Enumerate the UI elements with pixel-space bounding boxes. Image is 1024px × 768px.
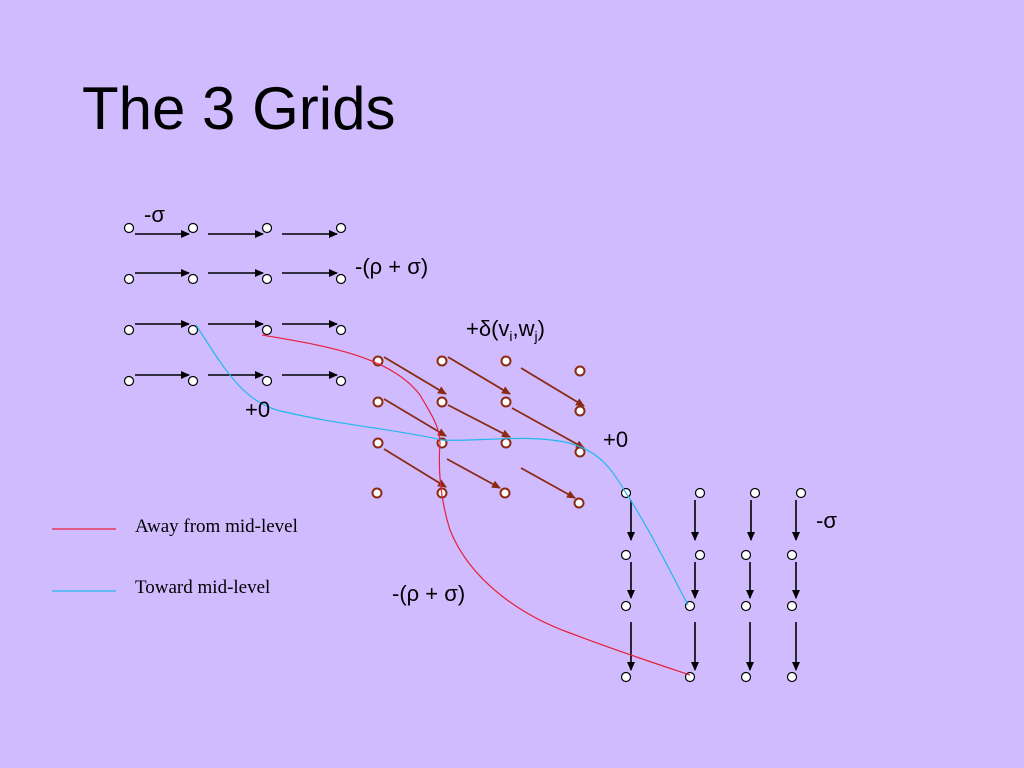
legend-label-away: Away from mid-level: [135, 516, 298, 537]
top-grid-first-row-label: -σ: [144, 202, 165, 227]
grid-node: [574, 446, 586, 458]
middle-grid-label: +δ(vi,wj): [466, 316, 545, 344]
bottom-grid: [620, 487, 807, 683]
grid-node: [436, 396, 448, 408]
bottom-grid-cols-label: -(ρ + σ): [392, 581, 465, 606]
grid-node: [694, 549, 706, 561]
grid-node: [123, 273, 135, 285]
grid-node: [500, 437, 512, 449]
diagonal-arrow: [511, 407, 585, 449]
middle-grid-label-sub-j: j: [534, 328, 538, 344]
toward-mid-level-path: [195, 324, 689, 606]
bottom-grid-arrows: [627, 500, 800, 671]
grid-node: [261, 273, 273, 285]
grid-node: [786, 671, 798, 683]
grid-node: [740, 600, 752, 612]
grid-node: [500, 396, 512, 408]
grid-node: [786, 600, 798, 612]
away-from-mid-level-path: [261, 334, 691, 676]
grid-node: [372, 437, 384, 449]
grid-node: [499, 487, 511, 499]
diagonal-arrow: [383, 398, 447, 437]
grid-node: [740, 671, 752, 683]
grid-node: [795, 487, 807, 499]
grid-node: [574, 405, 586, 417]
middle-grid-arrows: [383, 356, 585, 499]
middle-grid: [371, 355, 586, 509]
top-grid-row-4: [123, 371, 347, 387]
bottom-grid-nodes: [620, 487, 807, 683]
diagonal-arrow: [520, 367, 585, 407]
grid-node: [371, 487, 383, 499]
legend-label-toward: Toward mid-level: [135, 577, 270, 598]
diagonal-arrow: [383, 448, 447, 488]
grid-node: [500, 355, 512, 367]
grid-node: [335, 222, 347, 234]
diagonal-arrow: [447, 356, 511, 395]
grid-node: [261, 222, 273, 234]
grid-node: [123, 324, 135, 336]
grid-node: [436, 355, 448, 367]
top-grid: [123, 222, 347, 387]
diagonal-arrow: [447, 404, 511, 438]
grid-node: [573, 497, 585, 509]
grid-node: [620, 671, 632, 683]
middle-grid-label-main: +δ(v: [466, 316, 509, 341]
legend: Away from mid-level Toward mid-level: [52, 516, 298, 598]
diagonal-arrow: [446, 458, 501, 489]
grid-node: [187, 273, 199, 285]
top-to-middle-label: +0: [245, 397, 270, 422]
middle-grid-label-comma: ,w: [513, 316, 535, 341]
grid-node: [123, 222, 135, 234]
middle-to-bottom-label: +0: [603, 427, 628, 452]
grid-node: [620, 600, 632, 612]
grid-node: [187, 324, 199, 336]
grid-node: [749, 487, 761, 499]
grid-node: [740, 549, 752, 561]
grid-node: [335, 375, 347, 387]
grid-node: [335, 324, 347, 336]
top-grid-rows-label: -(ρ + σ): [355, 254, 428, 279]
grid-node: [261, 375, 273, 387]
grid-node: [261, 324, 273, 336]
grid-node: [187, 222, 199, 234]
grid-node: [335, 273, 347, 285]
grid-node: [574, 365, 586, 377]
grid-node: [372, 396, 384, 408]
slide-title: The 3 Grids: [82, 75, 396, 142]
grid-node: [187, 375, 199, 387]
top-grid-row-1: [123, 222, 347, 238]
grid-node: [620, 549, 632, 561]
top-grid-row-2: [123, 269, 347, 285]
diagonal-arrow: [520, 467, 576, 499]
bottom-grid-first-col-label: -σ: [816, 508, 837, 533]
grid-node: [123, 375, 135, 387]
top-grid-row-3: [123, 320, 347, 336]
grid-node: [694, 487, 706, 499]
middle-grid-label-close: ): [538, 316, 545, 341]
grid-node: [786, 549, 798, 561]
diagonal-arrow: [383, 356, 447, 395]
middle-grid-label-sub-i: i: [509, 328, 512, 344]
